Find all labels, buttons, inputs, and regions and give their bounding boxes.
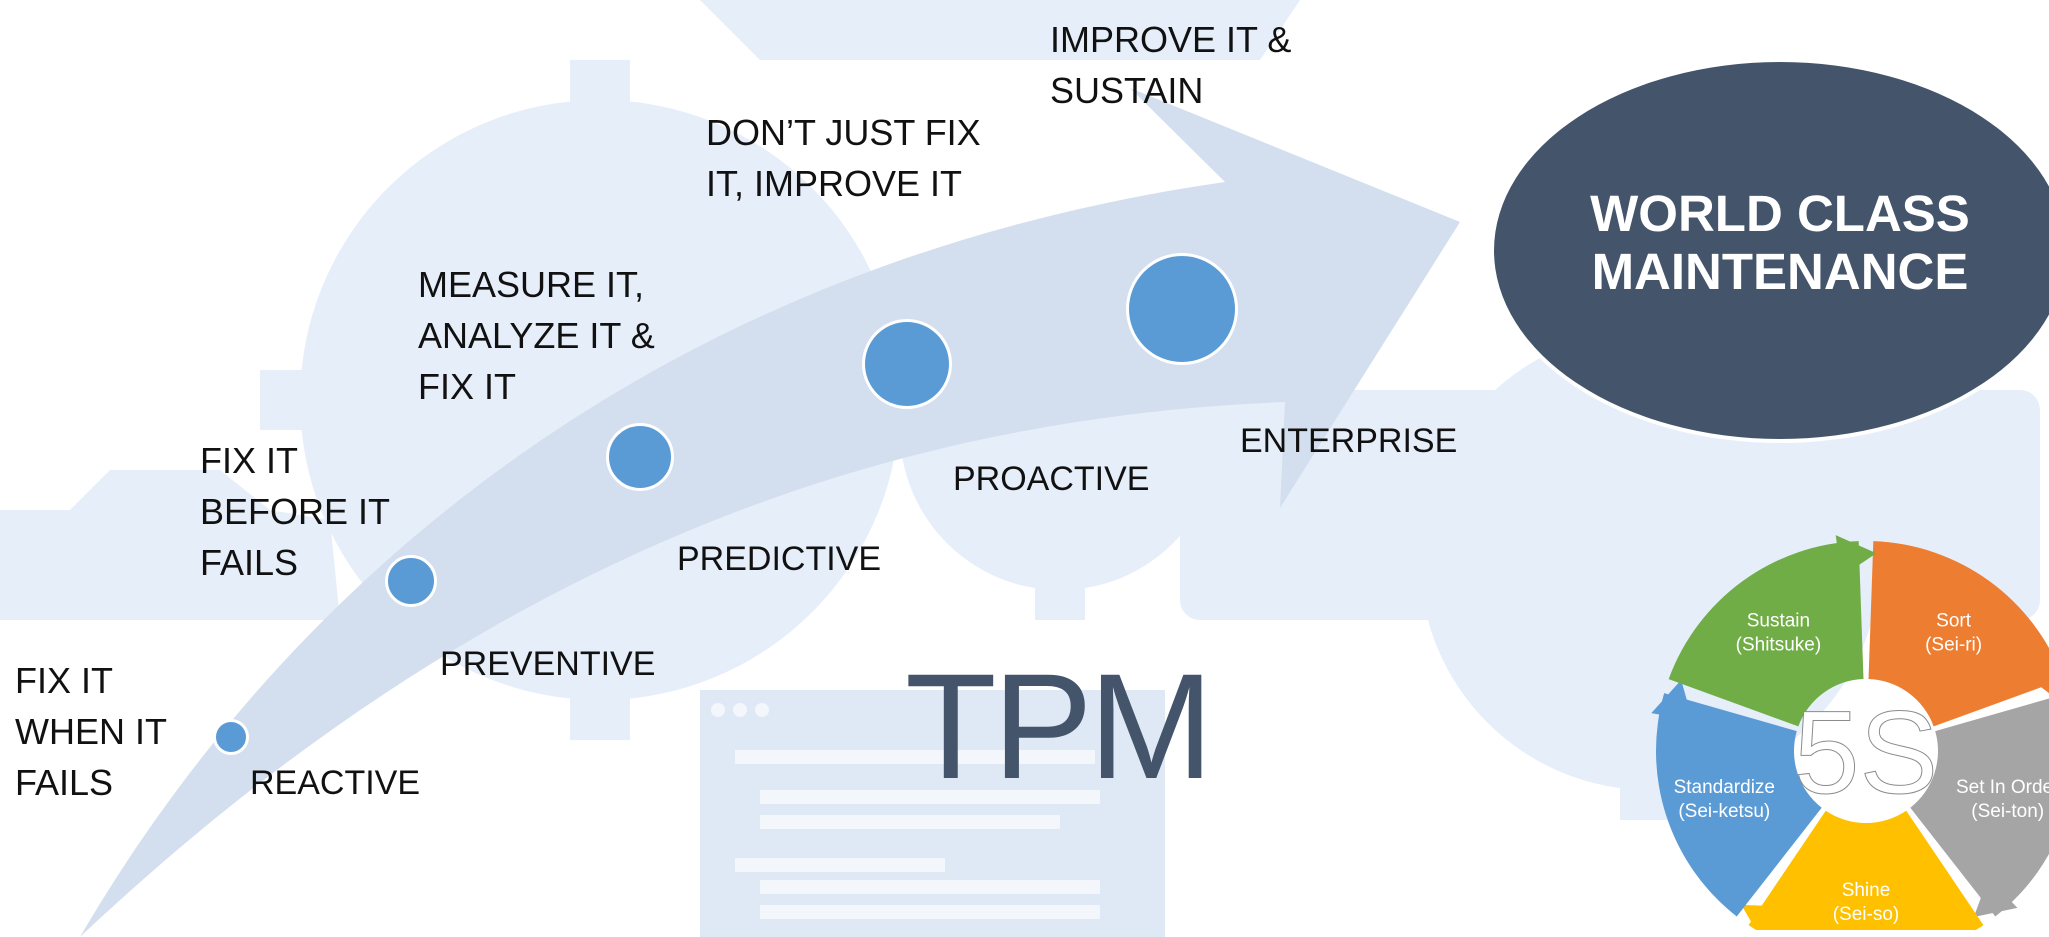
progress-arrow <box>80 88 1460 937</box>
stage-label-enterprise: ENTERPRISE <box>1240 422 1458 460</box>
milestone-dot-proactive <box>862 319 952 409</box>
stage-label-reactive: REACTIVE <box>250 764 421 802</box>
five-s-segment-shine <box>1748 810 1984 930</box>
page-title: TPM <box>905 642 1214 810</box>
five-s-segment-set-in-order <box>1910 698 2049 917</box>
five-s-japanese-label: (Sei-ketsu) <box>1678 801 1770 822</box>
five-s-label: Sort <box>1936 610 1972 631</box>
milestone-dot-enterprise <box>1126 253 1238 365</box>
five-s-japanese-label: (Sei-ton) <box>1971 801 2044 822</box>
stage-label-predictive: PREDICTIVE <box>677 540 882 578</box>
cycle-arrow-icon <box>2024 661 2049 694</box>
cycle-arrow-icon <box>1835 535 1877 577</box>
cycle-arrow-icon <box>1973 877 2018 918</box>
milestone-dot-reactive <box>213 719 249 755</box>
cycle-arrow-icon <box>1651 680 1693 721</box>
five-s-label: Shine <box>1842 880 1891 901</box>
five-s-japanese-label: (Sei-ri) <box>1925 634 1982 655</box>
milestone-dot-preventive <box>385 555 437 607</box>
five-s-japanese-label: (Sei-so) <box>1833 904 1900 925</box>
five-s-segment-standardize <box>1656 693 1822 917</box>
goal-label: WORLD CLASS MAINTENANCE <box>1590 185 1970 300</box>
airplane-icon <box>700 0 1300 60</box>
stage-label-preventive: PREVENTIVE <box>440 645 656 683</box>
cycle-arrow-icon <box>1741 904 1784 930</box>
five-s-label: Standardize <box>1674 777 1775 798</box>
car-icon <box>0 470 340 620</box>
five-s-label: Set In Order <box>1956 777 2049 798</box>
five-s-cycle: Sort (Sei-ri) Set In Order (Sei-ton) Shine (S… <box>1651 535 2049 930</box>
goal-ellipse <box>1490 58 2049 443</box>
document-icon <box>700 690 1165 937</box>
stage-label-proactive: PROACTIVE <box>953 460 1150 498</box>
five-s-segment-sort <box>1868 541 2049 727</box>
five-s-label: Sustain <box>1747 610 1810 631</box>
step-action-label: IMPROVE IT &SUSTAIN <box>1050 19 1292 111</box>
five-s-center-label: 5S <box>1794 687 1938 819</box>
five-s-japanese-label: (Shitsuke) <box>1736 634 1822 655</box>
step-action-label: MEASURE IT,ANALYZE IT &FIX IT <box>418 264 655 407</box>
five-s-segment-sustain <box>1668 541 1864 727</box>
milestone-dot-predictive <box>606 423 674 491</box>
